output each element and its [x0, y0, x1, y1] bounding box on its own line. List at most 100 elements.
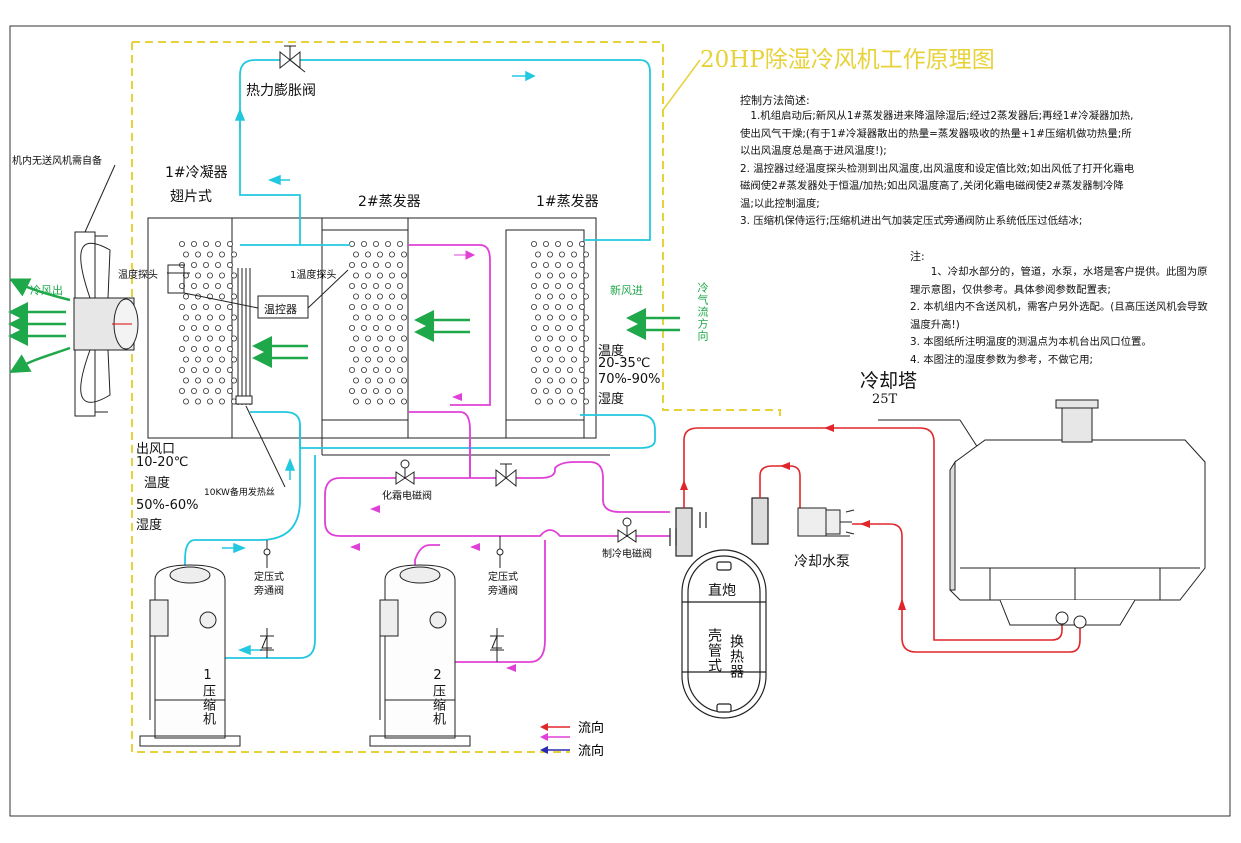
bypass-valve2-label: 定压式 旁通阀	[488, 572, 518, 597]
coil-tube	[396, 282, 403, 289]
coil-tube	[178, 366, 185, 373]
coil-tube	[194, 314, 201, 321]
outlet-temp-label: 温度	[144, 476, 171, 491]
coil-tube	[194, 335, 201, 342]
coil-tube	[543, 387, 550, 394]
coil-tube	[555, 282, 562, 289]
coil-tube	[571, 356, 578, 363]
coil-tube	[567, 282, 574, 289]
coil-tube	[190, 282, 197, 289]
coil-tube	[364, 293, 371, 300]
coil-tube	[543, 324, 550, 331]
coil-tube	[384, 345, 391, 352]
coil-tube	[360, 345, 367, 352]
coil-tube	[190, 261, 197, 268]
expansion-valve	[279, 45, 306, 73]
coil-tube	[190, 345, 197, 352]
coil-tube	[348, 282, 355, 289]
coil-tube	[352, 377, 359, 384]
coil-tube	[567, 240, 574, 247]
drawing-border	[9, 25, 1231, 817]
coil-tube	[535, 398, 542, 405]
coil-tube	[352, 356, 359, 363]
defrost-valve-label: 化霜电磁阀	[382, 491, 432, 502]
coil-tube	[372, 282, 379, 289]
coil-tube	[376, 272, 383, 279]
coil-tube	[579, 324, 586, 331]
coil-tube	[579, 282, 586, 289]
coil-tube	[388, 377, 395, 384]
coil-tube	[214, 387, 221, 394]
coil-tube	[535, 314, 542, 321]
coil-tube	[384, 324, 391, 331]
coil-tube	[547, 335, 554, 342]
coil-tube	[400, 251, 407, 258]
coil-tube	[182, 377, 189, 384]
control-notes-heading: 控制方法简述:	[740, 94, 810, 107]
coil-tube	[583, 314, 590, 321]
coil-tube	[218, 377, 225, 384]
coil-tube	[364, 377, 371, 384]
cooling-solenoid-valve	[617, 517, 637, 543]
coil-tube	[182, 398, 189, 405]
coil-tube	[230, 356, 237, 363]
diagram-title: 20HP除湿冷风机工作原理图	[700, 47, 995, 73]
coil-tube	[226, 261, 233, 268]
coil-tube	[559, 272, 566, 279]
coil-tube	[218, 293, 225, 300]
coil-tube	[372, 387, 379, 394]
coil-tube	[348, 387, 355, 394]
coil-tube	[531, 282, 538, 289]
coil-tube	[376, 356, 383, 363]
coil-tube	[348, 324, 355, 331]
coil-tube	[531, 366, 538, 373]
coil-tube	[559, 314, 566, 321]
legend-arrow-blue-icon	[540, 745, 570, 754]
coil-tube	[364, 398, 371, 405]
coil-tube	[388, 251, 395, 258]
coil-tube	[206, 335, 213, 342]
coil-tube	[364, 251, 371, 258]
legend-arrow-magenta-icon	[540, 733, 570, 741]
coil-tube	[400, 335, 407, 342]
coil-tube	[535, 377, 542, 384]
coil-tube	[559, 356, 566, 363]
coil-tube	[559, 398, 566, 405]
coil-tube	[194, 398, 201, 405]
coil-tube	[226, 324, 233, 331]
coil-tube	[178, 345, 185, 352]
coil-tube	[547, 377, 554, 384]
coil-tube	[352, 398, 359, 405]
coil-tube	[531, 324, 538, 331]
coil-tube	[583, 356, 590, 363]
compressor-2	[369, 564, 471, 747]
coil-tube	[348, 303, 355, 310]
coil-tube	[531, 240, 538, 247]
coil-tube	[360, 366, 367, 373]
outlet-hum-label: 湿度	[136, 518, 163, 533]
coil-tube	[214, 303, 221, 310]
bypass-valve1-label: 定压式 旁通阀	[254, 572, 284, 597]
heater-element	[235, 268, 286, 488]
evaporator1-label: 1#蒸发器	[536, 194, 599, 210]
coil-tube	[396, 366, 403, 373]
coil-tube	[571, 293, 578, 300]
coil-tube	[400, 293, 407, 300]
coil-tube	[178, 324, 185, 331]
coil-tube	[360, 303, 367, 310]
coil-tube	[376, 251, 383, 258]
cooling-pump-label: 冷却水泵	[794, 554, 850, 570]
coil-tube	[372, 324, 379, 331]
coil-tube	[579, 387, 586, 394]
coil-tube	[579, 345, 586, 352]
coil-tube	[226, 303, 233, 310]
hx-shell-label: 壳管式	[706, 628, 722, 673]
red-flow-arrows	[680, 424, 906, 610]
coil-tube	[396, 345, 403, 352]
coil-tube	[194, 272, 201, 279]
coil-tube	[583, 377, 590, 384]
coil-tube	[214, 240, 221, 247]
coil-tube	[182, 335, 189, 342]
coil-tube	[352, 335, 359, 342]
coil-tube	[364, 356, 371, 363]
